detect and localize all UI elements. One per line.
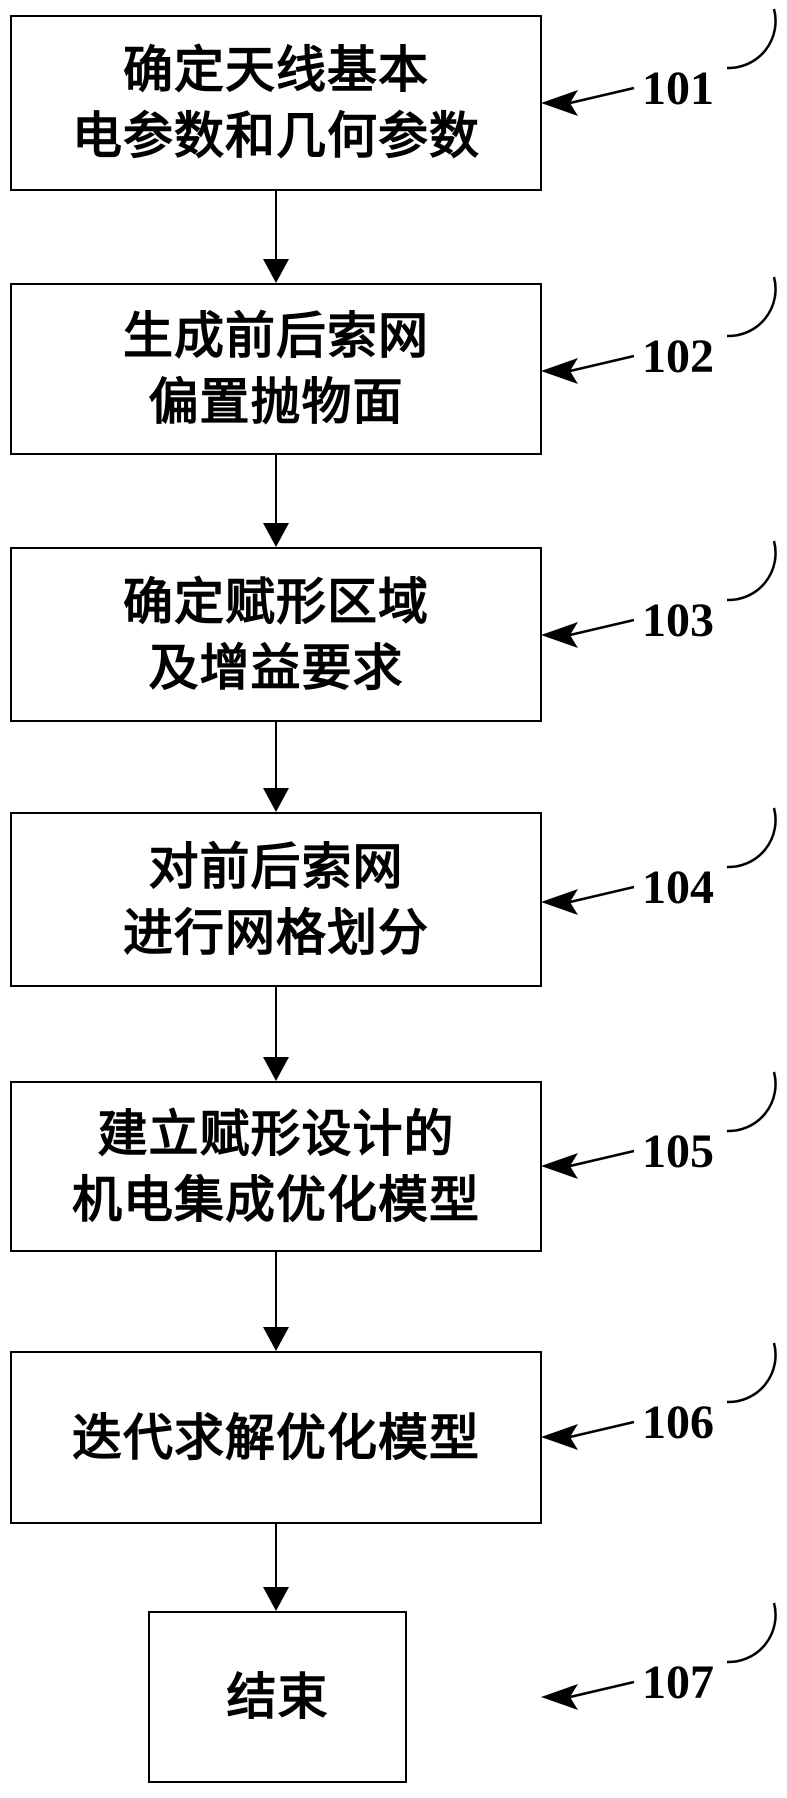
step-text-line: 偏置抛物面 [148,374,404,430]
connector-2-3 [263,455,289,547]
step-label-105: 105 [541,1071,777,1179]
step-number: 107 [642,1656,714,1709]
step-text-line: 确定天线基本 [123,42,429,98]
arrow-down-icon [263,259,289,283]
step-number: 101 [642,62,714,115]
arrow-left-icon [541,889,578,915]
step-label-103: 103 [541,540,777,648]
step-box-2: 生成前后索网 偏置抛物面 [10,283,542,455]
arrow-down-icon [263,788,289,812]
step-text-line: 结束 [226,1669,329,1725]
step-text-line: 对前后索网 [148,838,404,895]
step-label-106: 106 [541,1342,777,1450]
arrow-down-icon [263,1327,289,1351]
arrow-left-icon [541,1684,578,1710]
step-number: 105 [642,1125,714,1178]
step-label-101: 101 [541,8,777,116]
arrow-down-icon [263,1587,289,1611]
step-text-line: 及增益要求 [148,639,404,696]
step-text-line: 进行网格划分 [123,904,429,961]
connector-3-4 [263,722,289,812]
arrow-down-icon [263,523,289,547]
arrow-left-icon [541,90,578,116]
arrow-down-icon [263,1057,289,1081]
step-number: 104 [642,861,714,914]
arrow-left-icon [541,1153,578,1179]
arrow-left-icon [541,1424,578,1450]
step-box-5: 建立赋形设计的 机电集成优化模型 [10,1081,542,1252]
arrow-left-icon [541,358,578,384]
step-number: 106 [642,1396,714,1449]
connector-5-6 [263,1252,289,1351]
step-number: 102 [642,330,714,383]
step-text-line: 迭代求解优化模型 [72,1409,480,1466]
step-label-107: 107 [541,1602,777,1710]
arrow-left-icon [541,622,578,648]
step-box-7: 结束 [148,1611,407,1783]
step-box-4: 对前后索网 进行网格划分 [10,812,542,987]
connector-1-2 [263,191,289,283]
step-text-line: 电参数和几何参数 [72,108,480,164]
connector-4-5 [263,987,289,1081]
step-box-3: 确定赋形区域 及增益要求 [10,547,542,722]
connector-6-7 [263,1524,289,1611]
step-label-104: 104 [541,807,777,915]
step-text-line: 确定赋形区域 [123,573,429,630]
step-text-line: 机电集成优化模型 [72,1171,480,1228]
step-box-1: 确定天线基本 电参数和几何参数 [10,15,542,191]
step-box-6: 迭代求解优化模型 [10,1351,542,1524]
step-number: 103 [642,594,714,647]
step-label-102: 102 [541,276,777,384]
step-text-line: 建立赋形设计的 [97,1105,455,1162]
step-text-line: 生成前后索网 [123,308,429,364]
